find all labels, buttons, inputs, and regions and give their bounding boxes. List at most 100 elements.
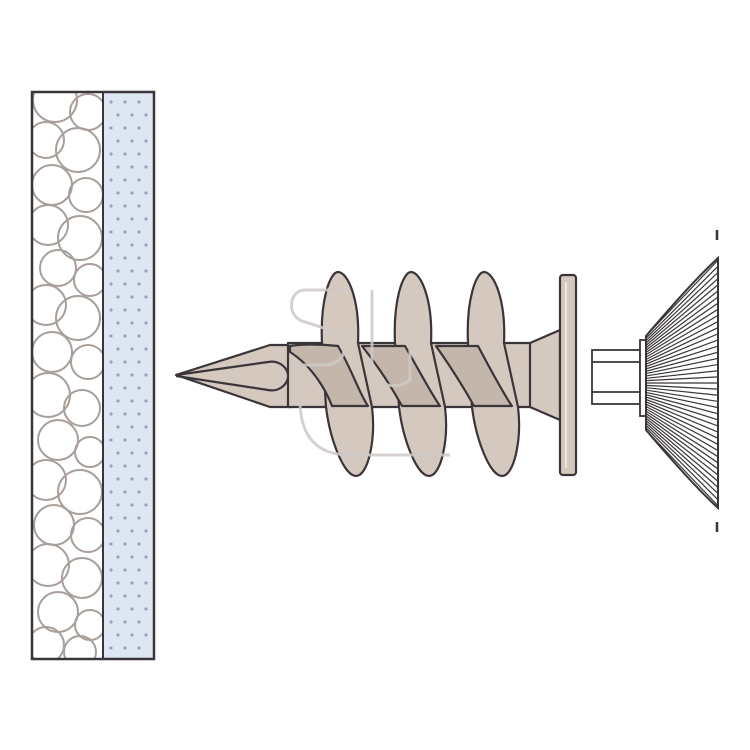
plaster-dot: [144, 347, 148, 351]
knurl-line: [646, 258, 718, 337]
knurl-line: [646, 376, 718, 382]
plaster-dot: [130, 529, 134, 533]
plaster-dot: [109, 464, 113, 468]
plaster-dot: [130, 425, 134, 429]
plaster-dot: [123, 230, 127, 234]
plaster-dot: [116, 607, 120, 611]
plaster-dot: [116, 581, 120, 585]
plaster-dot: [137, 568, 141, 572]
plaster-dot: [109, 204, 113, 208]
helix-band-2: [360, 344, 442, 408]
plaster-dot: [123, 204, 127, 208]
knurl-line: [646, 338, 718, 368]
knurl-line: [646, 326, 718, 363]
knurl-line: [646, 384, 718, 390]
plaster-dot: [137, 308, 141, 312]
plaster-dot: [116, 451, 120, 455]
insulation-bead: [32, 204, 69, 246]
plaster-dot: [123, 308, 127, 312]
plaster-dot: [144, 399, 148, 403]
plaster-dot: [144, 269, 148, 273]
plaster-dot: [123, 100, 127, 104]
plaster-dot: [123, 646, 127, 650]
knurl-line: [646, 332, 718, 365]
plaster-dot: [123, 178, 127, 182]
plaster-dot: [130, 373, 134, 377]
plaster-dot: [144, 425, 148, 429]
knurl-line: [646, 288, 718, 349]
plaster-dot: [116, 373, 120, 377]
plaster-dot: [116, 425, 120, 429]
plaster-dot: [123, 490, 127, 494]
insulation-bead: [63, 389, 101, 427]
plaster-dot: [109, 256, 113, 260]
plaster-dot: [137, 178, 141, 182]
plaster-dot: [123, 334, 127, 338]
plaster-dot: [137, 464, 141, 468]
knurl-line: [646, 408, 718, 453]
plaster-dot: [109, 126, 113, 130]
insulation-bead: [55, 127, 101, 173]
anchor-cone: [528, 328, 562, 422]
wall: [30, 90, 156, 661]
plaster-dot: [137, 100, 141, 104]
plaster-dot: [130, 165, 134, 169]
knurl-line: [646, 410, 718, 459]
plaster-dot: [109, 100, 113, 104]
plaster-dot: [116, 529, 120, 533]
plaster-dot: [109, 568, 113, 572]
plaster-dot: [123, 360, 127, 364]
knurl-line: [646, 401, 718, 434]
plaster-dot: [130, 321, 134, 325]
plaster-dot: [130, 295, 134, 299]
plaster-dot: [123, 152, 127, 156]
insulation-bead: [63, 635, 97, 659]
plaster-dot-pattern: [109, 100, 148, 650]
logo-watermark: [290, 288, 450, 457]
plaster-dot: [137, 126, 141, 130]
knurl-line: [646, 363, 718, 377]
plaster-dot: [144, 503, 148, 507]
plaster-dot: [130, 503, 134, 507]
knurl-line: [646, 313, 718, 358]
knurl-line: [646, 307, 718, 356]
knurl-line: [646, 394, 718, 415]
plaster-dot: [144, 139, 148, 143]
plaster-dot: [130, 607, 134, 611]
plaster-dot: [116, 555, 120, 559]
plaster-dot: [123, 412, 127, 416]
plaster-dot: [109, 594, 113, 598]
plaster-dot: [109, 386, 113, 390]
plaster-dot: [137, 230, 141, 234]
plaster-dot: [109, 490, 113, 494]
plaster-dot: [116, 295, 120, 299]
plaster-dot: [109, 646, 113, 650]
plaster-dot: [137, 412, 141, 416]
plaster-dot: [137, 542, 141, 546]
plaster-dot: [144, 633, 148, 637]
insulation-bead: [68, 177, 103, 213]
knurl-line: [646, 398, 718, 428]
plaster-dot: [144, 191, 148, 195]
plaster-dot: [109, 542, 113, 546]
plaster-dot: [123, 386, 127, 390]
knurl-line: [646, 424, 718, 496]
plaster-dot: [123, 256, 127, 260]
plaster-dot: [130, 217, 134, 221]
plaster-dot: [130, 451, 134, 455]
plaster-dot: [137, 334, 141, 338]
plaster-dot: [144, 165, 148, 169]
plaster-dot: [144, 607, 148, 611]
plaster-dot: [130, 633, 134, 637]
knurl-line: [646, 295, 718, 351]
insulation-bead: [37, 419, 79, 461]
knurl-line: [646, 415, 718, 471]
plaster-dot: [130, 399, 134, 403]
plaster-dot: [123, 438, 127, 442]
plaster-dot: [144, 243, 148, 247]
wall-outline: [30, 90, 156, 661]
knurl-line: [646, 319, 718, 361]
plaster-dot: [116, 269, 120, 273]
knurl-line: [646, 417, 718, 478]
knurl-line: [646, 403, 718, 440]
